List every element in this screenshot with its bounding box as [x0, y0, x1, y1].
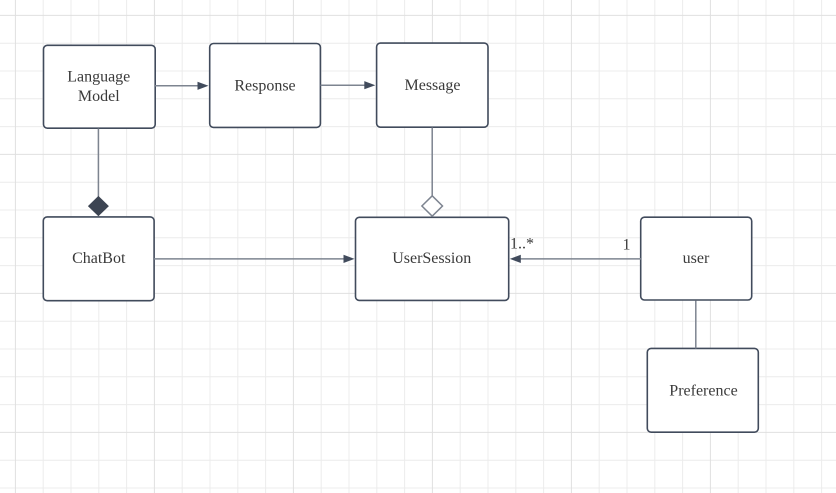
svg-text:Response: Response: [234, 77, 295, 94]
svg-text:1: 1: [623, 237, 631, 254]
svg-text:Language: Language: [67, 68, 130, 85]
svg-text:Preference: Preference: [669, 383, 737, 400]
svg-text:user: user: [683, 250, 710, 267]
svg-text:UserSession: UserSession: [392, 250, 471, 267]
svg-text:Message: Message: [405, 77, 461, 94]
svg-text:ChatBot: ChatBot: [72, 250, 126, 267]
svg-text:1..*: 1..*: [510, 236, 534, 253]
svg-text:Model: Model: [78, 88, 120, 105]
